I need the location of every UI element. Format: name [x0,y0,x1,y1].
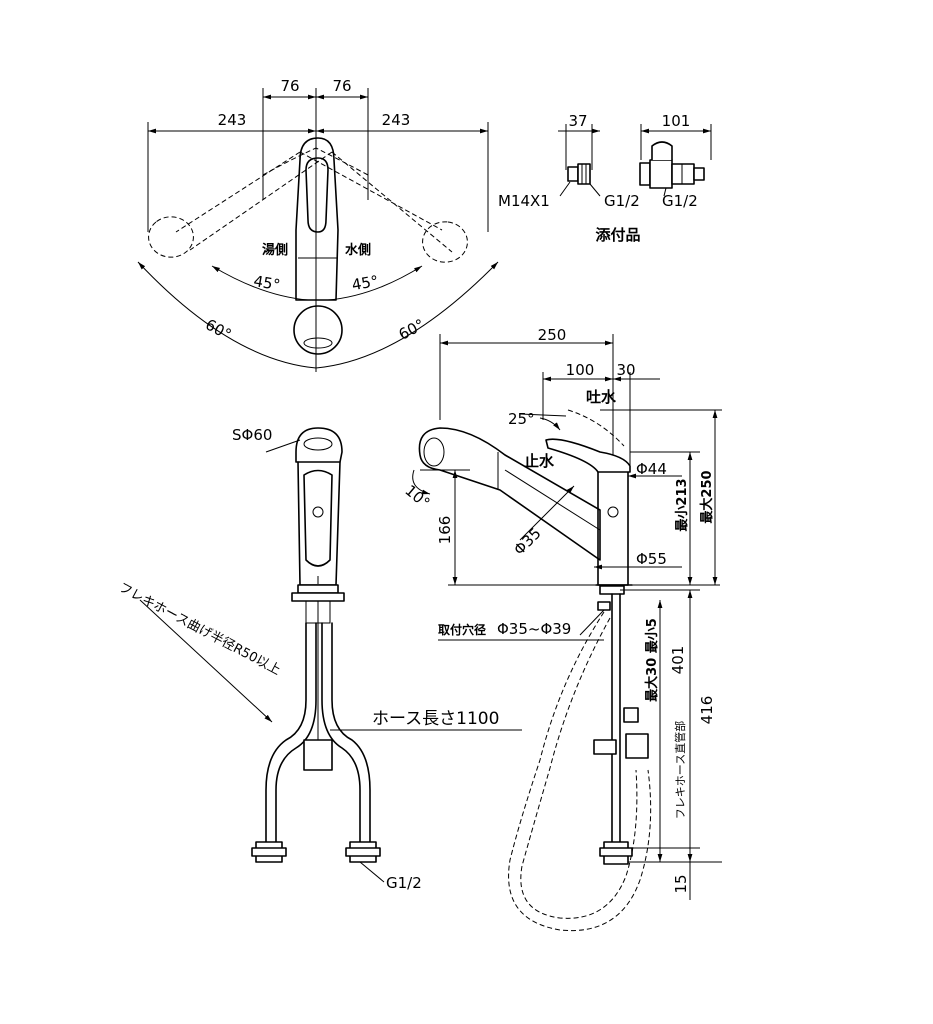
hose-bend-label: フレキホース曲げ半径R50以上 [116,580,283,678]
accessories-title: 添付品 [595,226,640,244]
dim-243-right: 243 [382,111,411,129]
dim-76-left: 76 [280,77,299,95]
angle-10: 10° [401,481,433,512]
max-250: 最大250 [699,470,715,523]
angle-45-right: 45° [350,272,379,294]
min-213: 最小213 [675,478,690,531]
mount-hole-label: 取付穴径 [438,622,486,637]
dim-76-right: 76 [332,77,351,95]
angle-45-left: 45° [252,272,281,294]
dim-166: 166 [436,516,454,545]
sphere-label: SΦ60 [232,426,272,444]
dim-250: 250 [538,326,567,344]
front-view: SΦ60 フレキホース曲げ半径R50以上 ホース長さ1100 G1/2 [116,426,522,892]
thread-m14: M14X1 [498,192,550,210]
dim-100: 100 [566,361,595,379]
angle-60-left: 60° [202,315,234,343]
dia-44: Φ44 [636,460,667,478]
dim-243-left: 243 [218,111,247,129]
side-view: 250 100 30 吐水 止水 25° 10° Φ44 Φ35 Φ55 [401,326,722,932]
dia-55: Φ55 [636,550,667,568]
hose-length-label: ホース長さ1100 [372,709,499,729]
spout-label: 吐水 [586,388,617,406]
dim-30: 30 [616,361,635,379]
stop-label: 止水 [524,452,555,470]
top-view: 76 76 243 243 湯側 水側 45° 45° 60° 60° [137,77,499,372]
dim-101: 101 [662,112,691,130]
dim-401: 401 [669,646,687,675]
thread-g12-a: G1/2 [604,192,640,210]
dim-15: 15 [672,874,690,893]
accessories: 37 M14X1 G1/2 101 G1/2 添付品 [498,112,712,244]
mount-hole-value: Φ35~Φ39 [497,620,571,638]
thread-label: G1/2 [386,874,422,892]
flex-straight-label: フレキホース直管部 [673,721,687,819]
hot-side-label: 湯側 [262,242,288,258]
angle-25: 25° [508,410,535,428]
dim-37: 37 [568,112,587,130]
dia-35: Φ35 [510,524,545,559]
max30-min5: 最大30 最小5 [644,618,660,702]
dim-416: 416 [698,696,716,725]
cold-side-label: 水側 [345,242,371,258]
thread-g12-b: G1/2 [662,192,698,210]
